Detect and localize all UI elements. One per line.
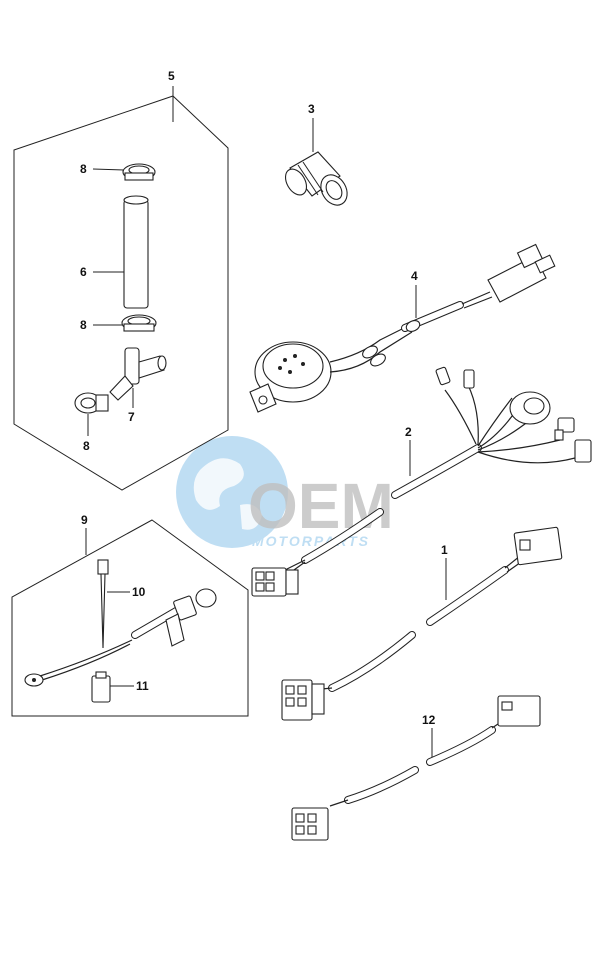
short-harness-part-12: 12 — [291, 695, 541, 841]
callout-3: 3 — [308, 102, 315, 116]
buzzer-harness-part-4: 4 — [249, 243, 556, 413]
callout-2: 2 — [405, 425, 412, 439]
watermark-globe — [176, 436, 288, 548]
kit-9-group: 9 10 11 — [11, 513, 249, 717]
callout-9: 9 — [81, 513, 88, 527]
extension-harness-part-1: 1 — [281, 526, 563, 721]
ground-lead — [24, 588, 217, 687]
callout-7: 7 — [128, 410, 135, 424]
watermark: OEM MOTORPARTS — [176, 436, 394, 549]
hose-clip-top — [122, 163, 156, 181]
hose-clip-middle — [121, 314, 157, 332]
connector-cap-part-11 — [91, 671, 111, 703]
callout-10: 10 — [132, 585, 146, 599]
callout-8-bottom: 8 — [83, 439, 90, 453]
callout-6: 6 — [80, 265, 87, 279]
kit-9-frame — [11, 519, 249, 717]
t-joint-part-7 — [109, 347, 167, 401]
callout-4: 4 — [411, 269, 418, 283]
watermark-continents — [193, 458, 262, 530]
callout-1: 1 — [441, 543, 448, 557]
watermark-brand: OEM — [248, 470, 394, 542]
main-harness-part-2: 2 — [251, 366, 592, 597]
callout-5: 5 — [168, 69, 175, 83]
grommet-part-3: 3 — [284, 102, 348, 206]
hose-clip-bottom — [74, 392, 109, 414]
callout-12: 12 — [422, 713, 436, 727]
callout-8-top: 8 — [80, 162, 87, 176]
hose-part-6 — [123, 195, 149, 309]
kit-5-group: 5 8 6 8 7 — [13, 69, 229, 491]
callout-8-middle: 8 — [80, 318, 87, 332]
cable-tie-part-10 — [97, 559, 109, 649]
callout-11: 11 — [136, 679, 149, 693]
kit-5-frame — [13, 95, 229, 491]
